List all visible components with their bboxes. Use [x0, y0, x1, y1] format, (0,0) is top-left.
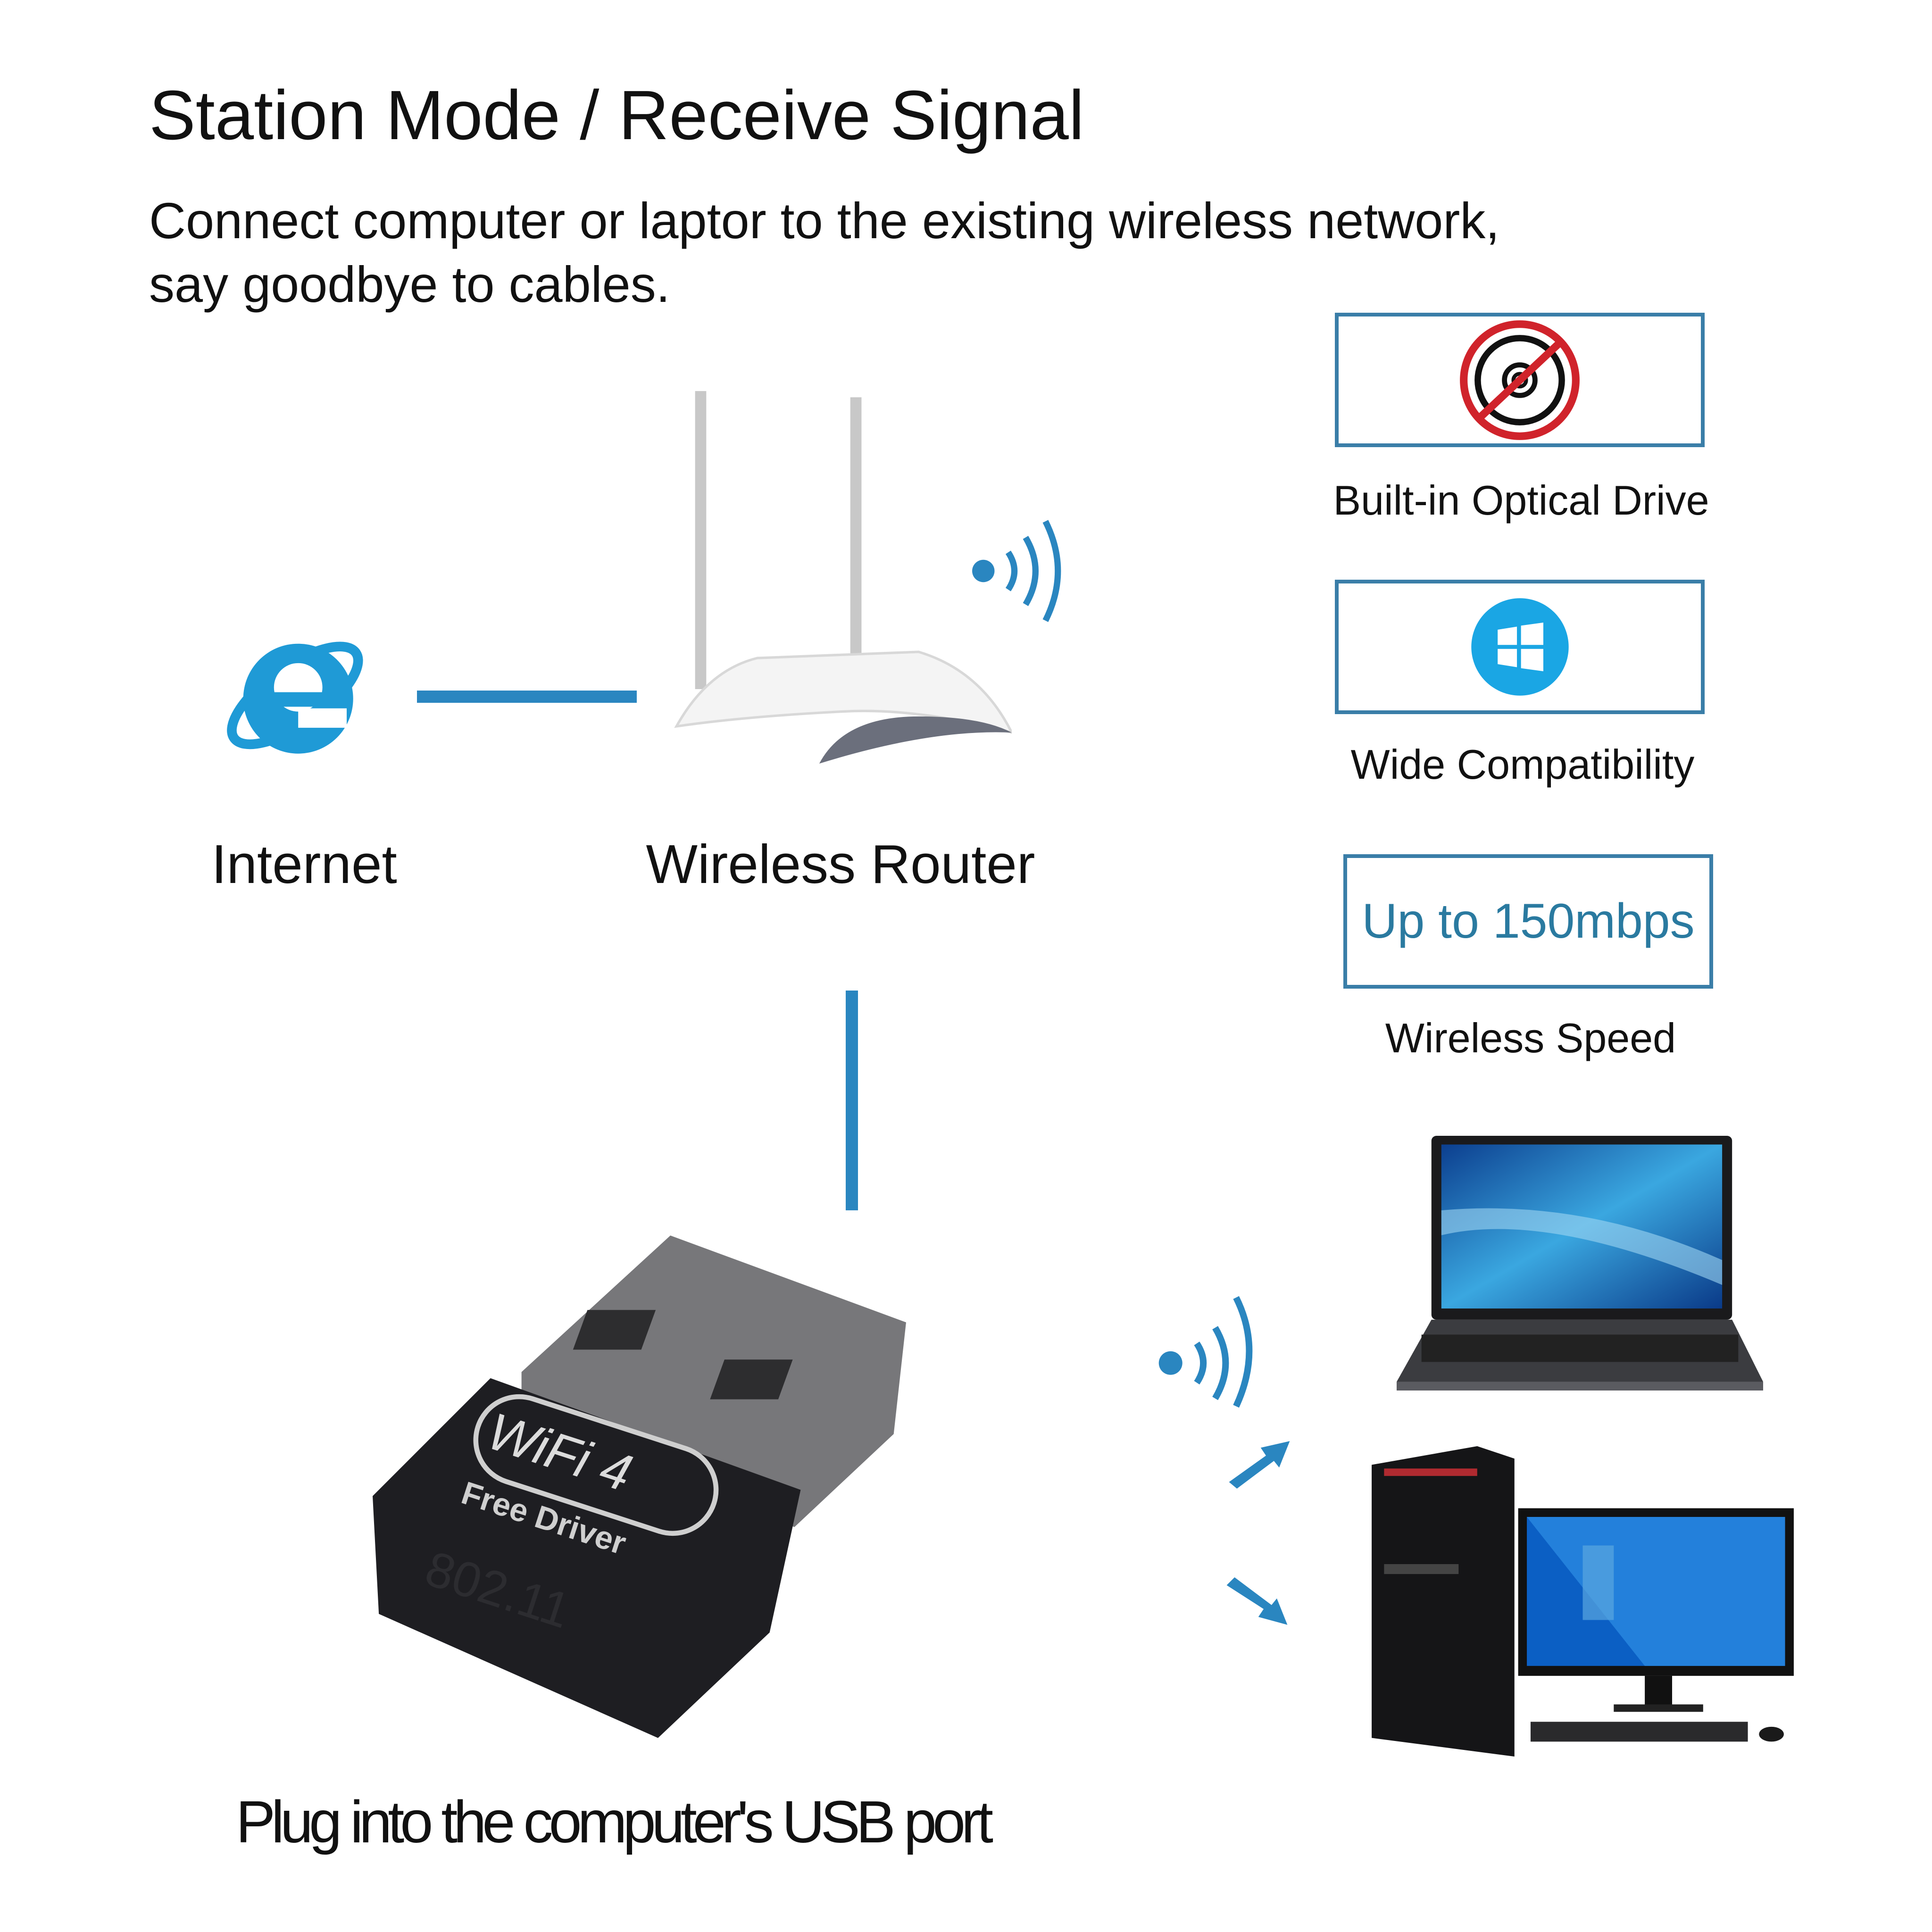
- wifi-signal-icon-2: [1158, 1296, 1253, 1408]
- feature-box-compatibility: [1335, 580, 1705, 714]
- arrow-down-right-icon: [1226, 1577, 1288, 1625]
- internet-explorer-icon: [227, 641, 363, 754]
- arrow-up-right-icon: [1229, 1441, 1290, 1489]
- page-title: Station Mode / Receive Signal: [149, 76, 1084, 154]
- laptop-image: [1397, 1136, 1763, 1391]
- feature-label-speed: Wireless Speed: [1385, 1015, 1676, 1061]
- internet-router-link-line: [417, 691, 637, 703]
- router-label: Wireless Router: [646, 833, 1035, 895]
- speed-value: Up to 150mbps: [1362, 894, 1695, 949]
- feature-label-optical-drive: Built-in Optical Drive: [1333, 477, 1709, 524]
- wifi-signal-icon: [972, 520, 1061, 622]
- usb-wifi-dongle-image: WiFi 4 Free Driver 802.11: [373, 1235, 906, 1738]
- subtitle-line-2: say goodbye to cables.: [149, 256, 670, 313]
- windows-icon: [1471, 598, 1569, 696]
- feature-box-optical-drive: [1335, 313, 1705, 447]
- no-optical-drive-icon: [1460, 320, 1580, 440]
- router-dongle-link-line: [846, 991, 858, 1210]
- wireless-router-image: [674, 391, 1012, 764]
- subtitle-line-1: Connect computer or laptor to the existi…: [149, 192, 1500, 249]
- feature-box-speed: Up to 150mbps: [1343, 854, 1713, 989]
- feature-label-compatibility: Wide Compatibility: [1350, 741, 1695, 788]
- footer-caption: Plug into the computer's USB port: [236, 1789, 993, 1855]
- desktop-computer-image: [1372, 1446, 1794, 1757]
- internet-label: Internet: [211, 833, 397, 895]
